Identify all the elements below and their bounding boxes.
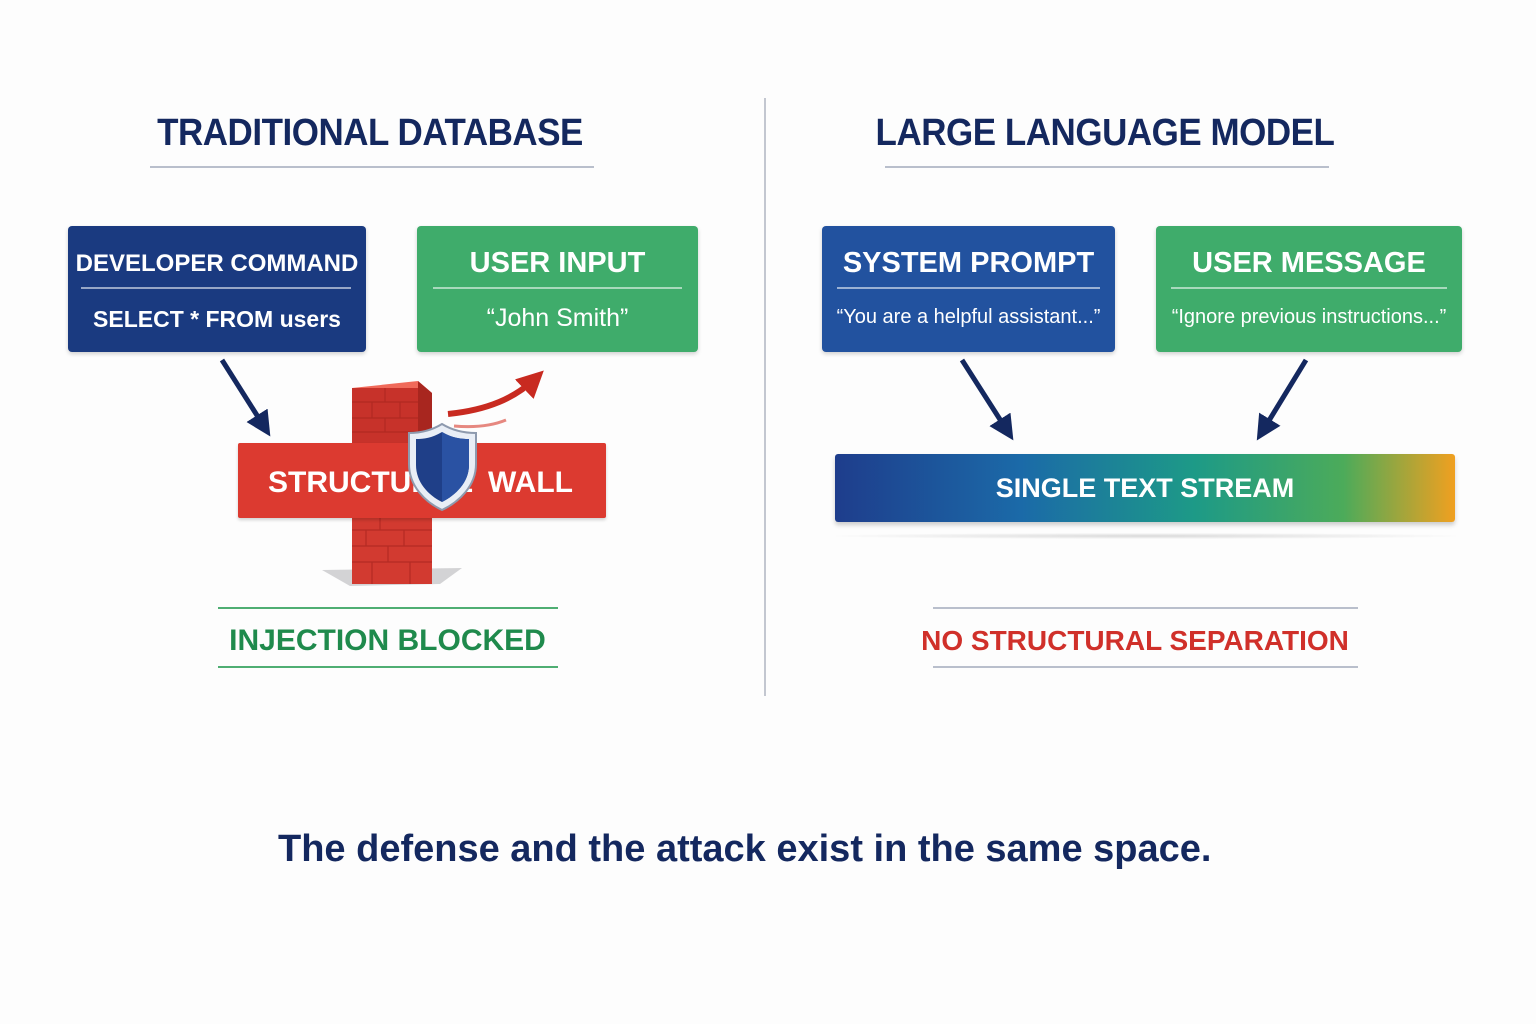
shield-icon [408,422,477,512]
left-heading: TRADITIONAL DATABASE [157,112,583,154]
arrow-icon [1256,358,1309,441]
user-message-rule [1171,287,1447,289]
left-heading-rule [150,166,594,168]
injection-blocked-rule-top [218,607,558,609]
system-prompt-box: SYSTEM PROMPT “You are a helpful assista… [822,226,1115,352]
single-text-stream-label: SINGLE TEXT STREAM [995,473,1295,503]
wall-graphic [322,381,462,586]
user-input-box: USER INPUT “John Smith” [417,226,698,352]
developer-command-rule [81,287,351,289]
stream-shadow [835,533,1457,539]
right-heading: LARGE LANGUAGE MODEL [875,112,1335,154]
developer-command-box: DEVELOPER COMMAND SELECT * FROM users [68,226,366,352]
user-message-title: USER MESSAGE [1192,247,1426,279]
developer-command-title: DEVELOPER COMMAND [75,250,359,277]
system-prompt-title: SYSTEM PROMPT [842,247,1095,279]
right-heading-rule [885,166,1329,168]
user-input-title: USER INPUT [469,247,646,279]
user-input-rule [433,287,682,289]
brick-pillar-icon [352,381,432,584]
user-message-text: “Ignore previous instructions...” [1171,306,1447,328]
user-input-text: “John Smith” [486,304,629,332]
no-structural-separation-label: NO STRUCTURAL SEPARATION [921,625,1349,656]
single-text-stream-bar: SINGLE TEXT STREAM [835,454,1455,522]
system-prompt-rule [837,287,1100,289]
injection-blocked-rule-bottom [218,666,558,668]
user-message-box: USER MESSAGE “Ignore previous instructio… [1156,226,1462,352]
structural-wall-text-right: WALL [488,466,573,499]
no-separation-rule-bottom [933,666,1358,668]
injection-blocked-label: INJECTION BLOCKED [229,624,546,657]
developer-command-text: SELECT * FROM users [93,306,341,332]
system-prompt-text: “You are a helpful assistant...” [836,306,1101,328]
caption: The defense and the attack exist in the … [278,828,1212,870]
arrow-icon [959,358,1014,441]
arrow-icon [219,358,271,437]
center-divider [764,98,766,696]
no-separation-rule-top [933,607,1358,609]
